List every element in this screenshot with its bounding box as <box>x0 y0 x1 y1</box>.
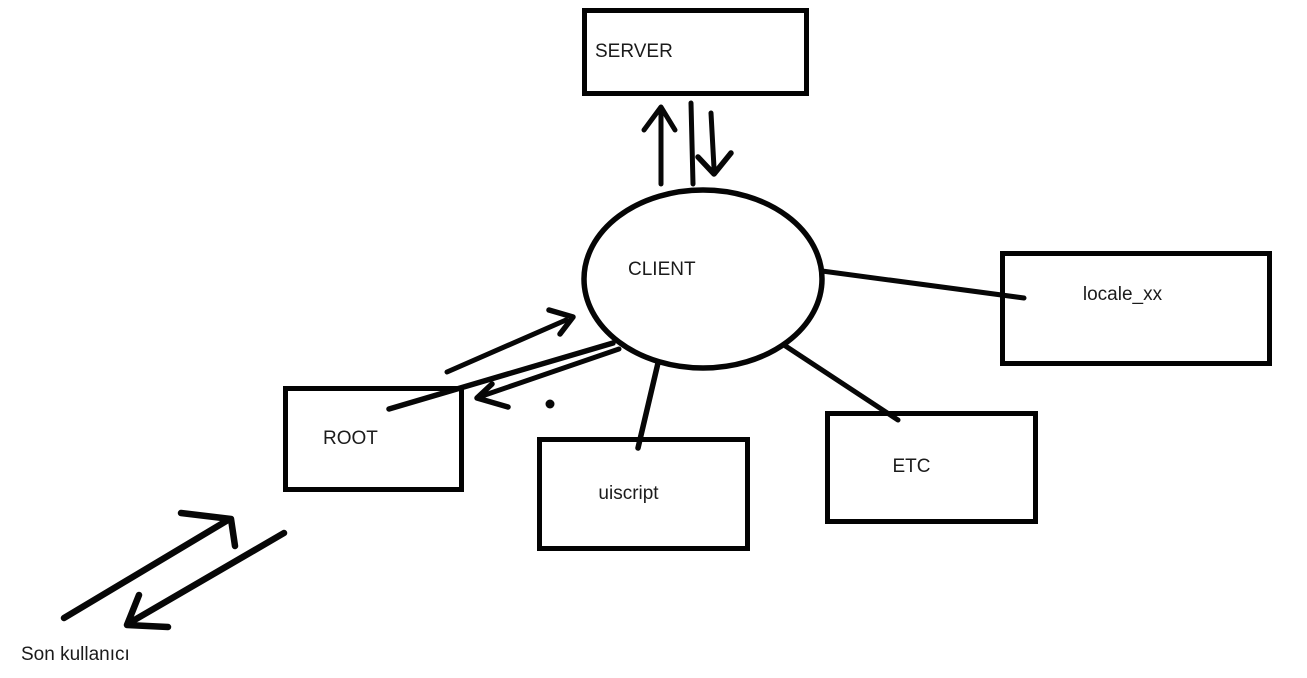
node-etc-label: ETC <box>892 456 931 478</box>
node-uiscript-label: uiscript <box>598 482 659 504</box>
node-locale-xx: locale_xx <box>1000 251 1272 366</box>
node-uiscript: uiscript <box>537 437 750 551</box>
edge-client-locale <box>819 268 1027 301</box>
node-root: ROOT <box>283 386 464 492</box>
node-client-ellipse <box>581 187 825 371</box>
edge-client-etc <box>781 342 901 423</box>
edge-user-root-up-arrow <box>60 509 239 622</box>
edge-client-root-down-arrow <box>474 346 622 410</box>
edge-client-uiscript <box>635 360 661 451</box>
edge-root-user-down-arrow <box>123 529 288 631</box>
edge-server-client-down-arrow <box>695 110 734 177</box>
node-locale-xx-label: locale_xx <box>1082 284 1163 306</box>
node-client-label: CLIENT <box>628 259 696 280</box>
node-server-label: SERVER <box>595 40 673 62</box>
edge-root-client-line <box>386 340 616 412</box>
edge-server-client-line <box>688 100 696 187</box>
edge-client-server-up-arrow <box>641 104 678 187</box>
end-user-label: Son kullanıcı <box>21 644 130 665</box>
edge-root-client-up-arrow <box>444 307 576 375</box>
node-server: SERVER <box>582 8 809 96</box>
node-etc: ETC <box>825 411 1038 524</box>
node-root-label: ROOT <box>323 427 378 449</box>
stray-dot <box>545 399 555 409</box>
